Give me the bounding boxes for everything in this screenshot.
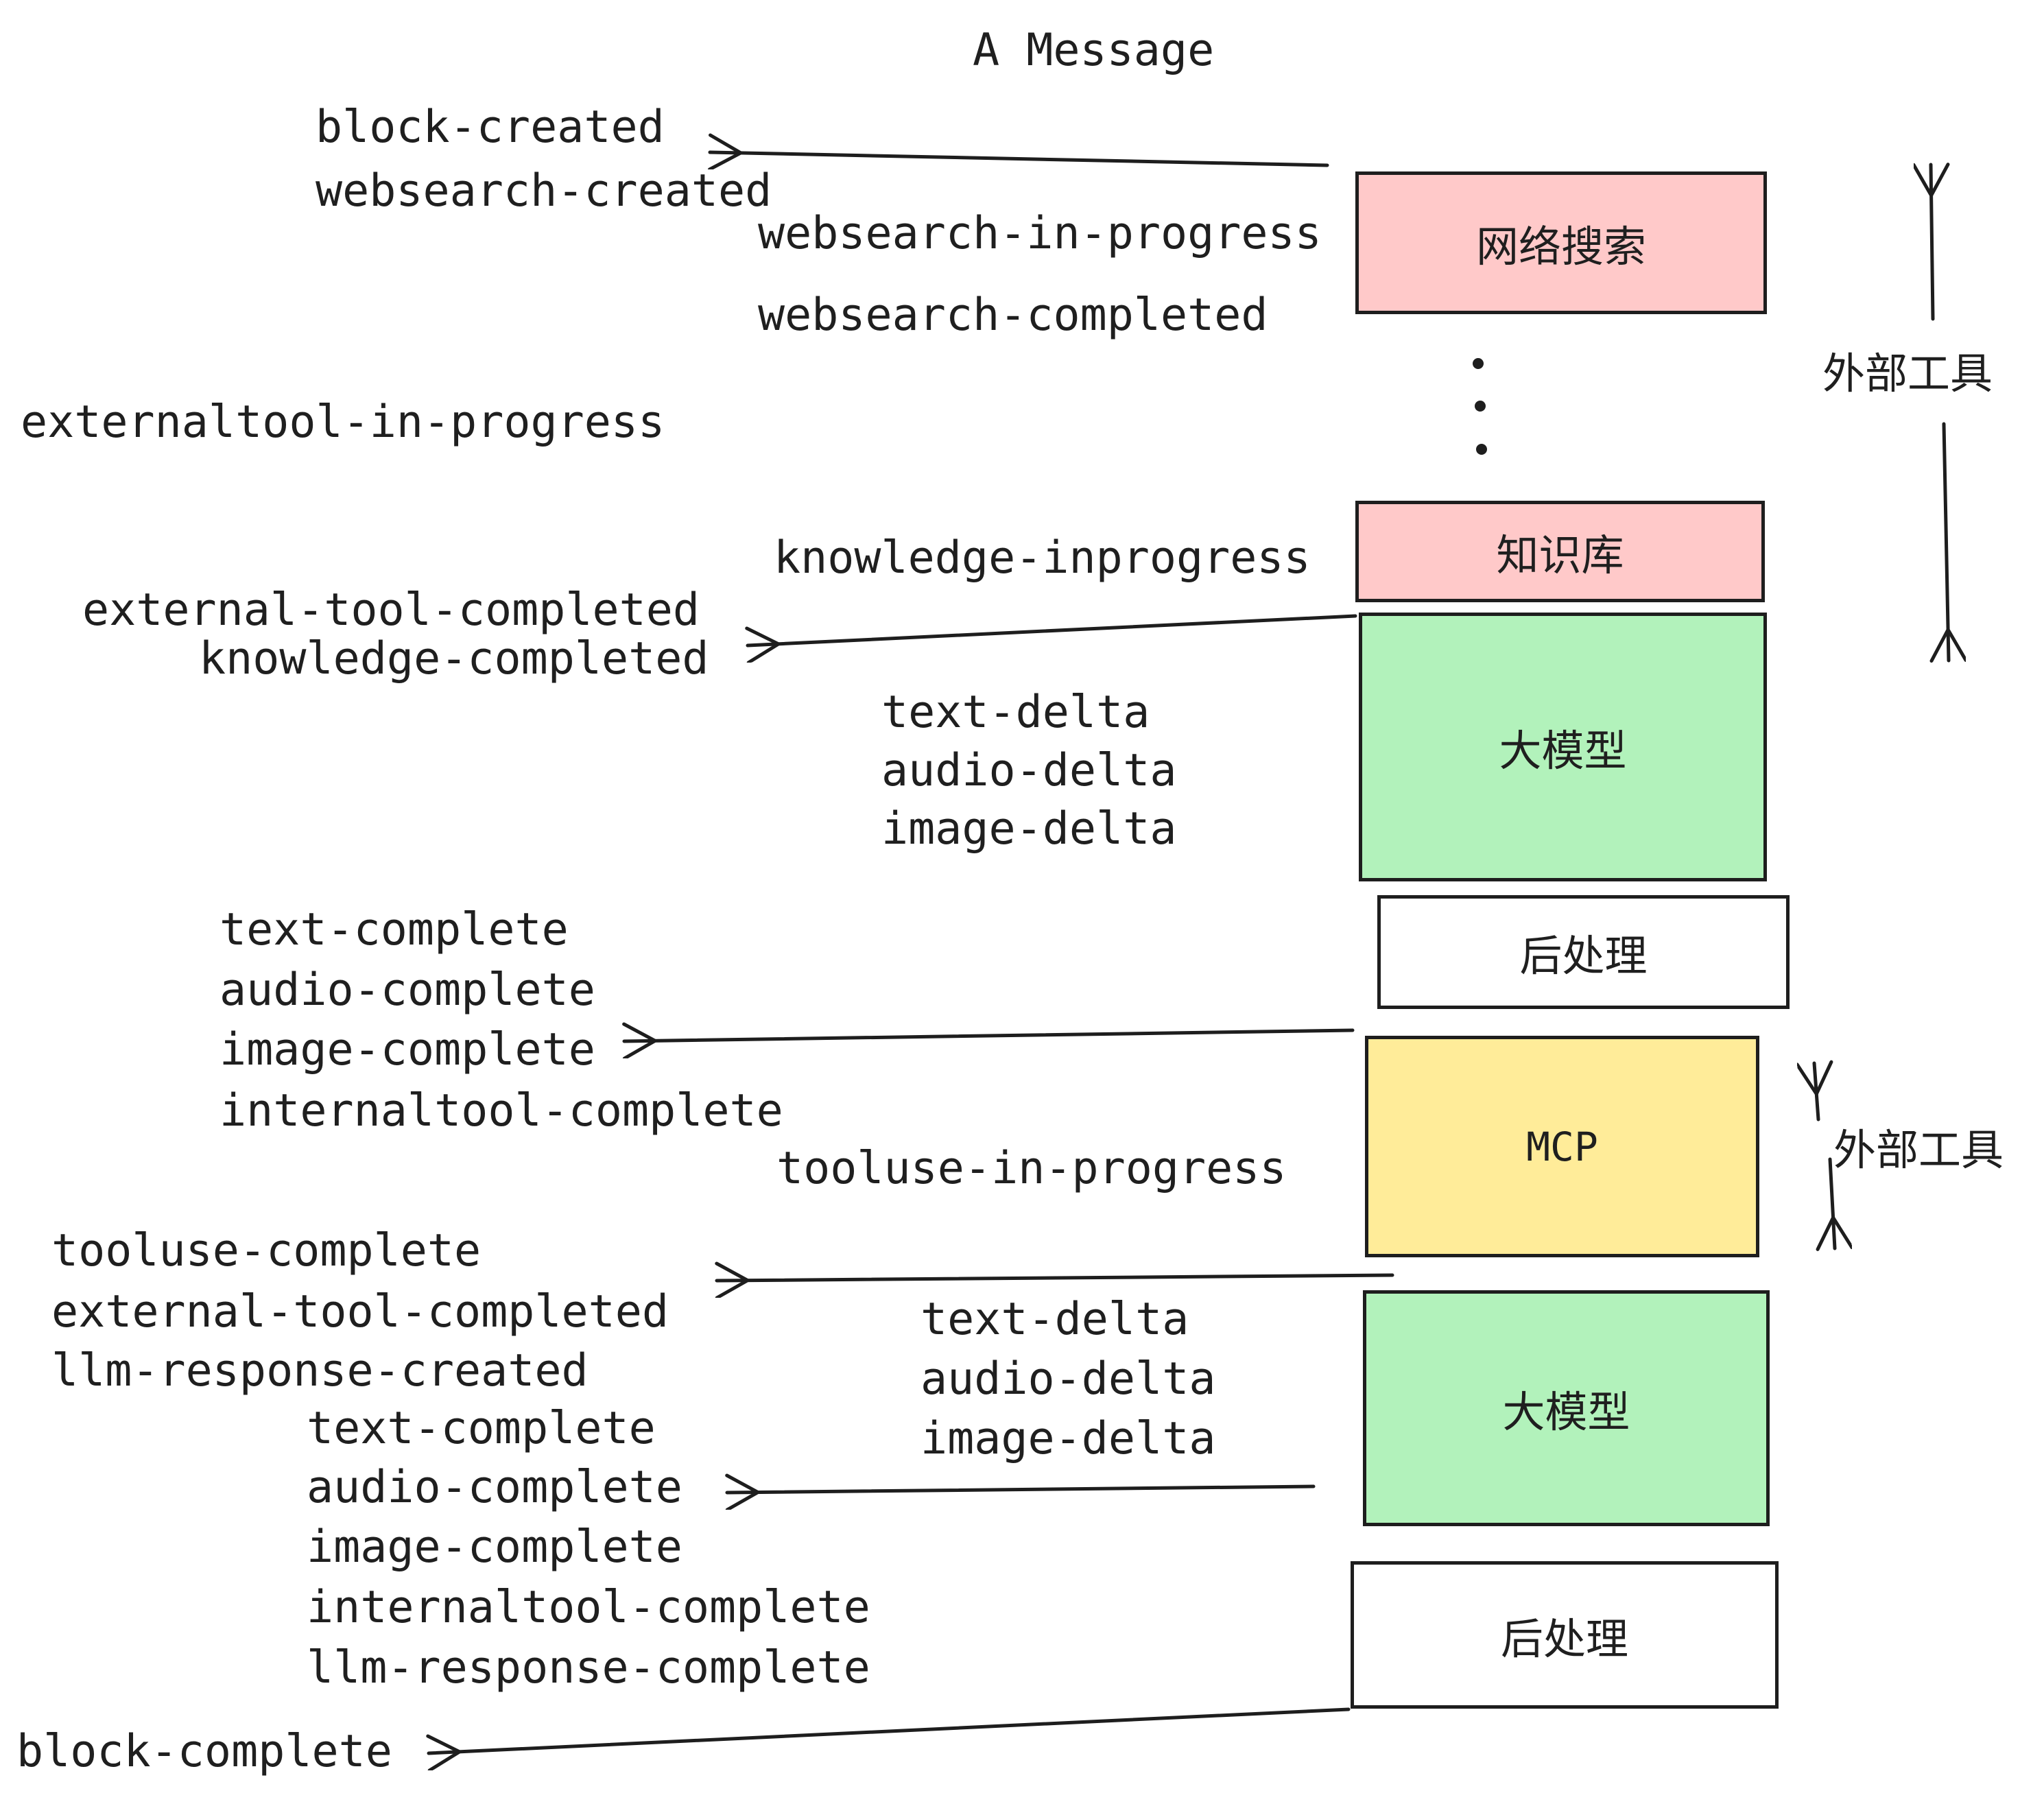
arrow-audio-complete — [727, 1486, 1316, 1493]
event-audio-complete-1: audio-complete — [219, 964, 595, 1016]
event-image-complete-2: image-complete — [307, 1521, 682, 1573]
event-websearch-created: websearch-created — [316, 165, 772, 217]
event-image-delta-1: image-delta — [881, 803, 1177, 855]
event-audio-delta-1: audio-delta — [881, 745, 1177, 796]
llm-box-2-label: 大模型 — [1502, 1387, 1630, 1437]
event-image-complete-1: image-complete — [219, 1024, 595, 1076]
event-block-created: block-created — [316, 102, 665, 153]
mcp-box-label: MCP — [1526, 1123, 1598, 1170]
external-tools-label-top: 外部工具 — [1822, 348, 1993, 399]
event-websearch-in-progress: websearch-in-progress — [758, 208, 1322, 259]
event-websearch-completed: websearch-completed — [758, 289, 1268, 341]
event-llm-response-complete: llm-response-complete — [307, 1642, 870, 1694]
mcp-box: MCP — [1365, 1036, 1759, 1257]
websearch-box-label: 网络搜索 — [1475, 222, 1646, 272]
event-text-delta-2: text-delta — [920, 1294, 1189, 1345]
llm-box-1: 大模型 — [1359, 613, 1767, 881]
external-tools-label-mcp: 外部工具 — [1833, 1125, 2004, 1175]
postprocess-box-2-label: 后处理 — [1500, 1613, 1628, 1664]
event-internaltool-complete-2: internaltool-complete — [307, 1582, 870, 1633]
event-llm-response-created: llm-response-created — [51, 1345, 589, 1397]
event-text-complete-1: text-complete — [219, 904, 569, 956]
event-audio-complete-2: audio-complete — [307, 1462, 682, 1513]
event-tooluse-complete: tooluse-complete — [51, 1225, 482, 1277]
arrow-tooluse-complete — [717, 1275, 1394, 1281]
event-text-complete-2: text-complete — [307, 1403, 656, 1454]
event-internaltool-complete-1: internaltool-complete — [219, 1085, 783, 1137]
arrow-external-tools-down — [1944, 422, 1949, 661]
event-tooluse-in-progress: tooluse-in-progress — [776, 1143, 1287, 1194]
diagram-title: A Message — [973, 25, 1215, 76]
arrow-knowledge-completed — [748, 614, 1357, 645]
event-knowledge-inprogress: knowledge-inprogress — [774, 532, 1311, 584]
arrow-block-complete — [429, 1707, 1351, 1753]
arrow-mcp-external-up — [1814, 1063, 1818, 1121]
llm-box-2: 大模型 — [1363, 1290, 1770, 1526]
knowledge-base-box: 知识库 — [1355, 501, 1765, 602]
ellipsis-dot — [1475, 401, 1486, 412]
event-audio-delta-2: audio-delta — [920, 1353, 1216, 1405]
event-knowledge-completed: knowledge-completed — [199, 633, 709, 685]
knowledge-base-box-label: 知识库 — [1496, 530, 1624, 580]
event-image-delta-2: image-delta — [920, 1413, 1216, 1464]
event-block-complete: block-complete — [16, 1726, 392, 1777]
postprocess-box-1: 后处理 — [1377, 895, 1790, 1009]
postprocess-box-1-label: 后处理 — [1519, 931, 1648, 981]
arrow-image-complete — [624, 1030, 1355, 1041]
arrow-block-created — [710, 152, 1329, 165]
event-externaltool-in-progress: externaltool-in-progress — [21, 396, 665, 448]
llm-box-1-label: 大模型 — [1499, 726, 1627, 776]
postprocess-box-2: 后处理 — [1351, 1561, 1779, 1709]
event-external-tool-completed-1: external-tool-completed — [82, 584, 700, 636]
arrow-external-tools-up — [1931, 165, 1933, 321]
event-external-tool-completed-2: external-tool-completed — [51, 1286, 669, 1338]
websearch-box: 网络搜索 — [1355, 171, 1767, 314]
ellipsis-dot — [1476, 444, 1487, 455]
ellipsis-dot — [1473, 358, 1484, 369]
event-text-delta-1: text-delta — [881, 687, 1150, 738]
